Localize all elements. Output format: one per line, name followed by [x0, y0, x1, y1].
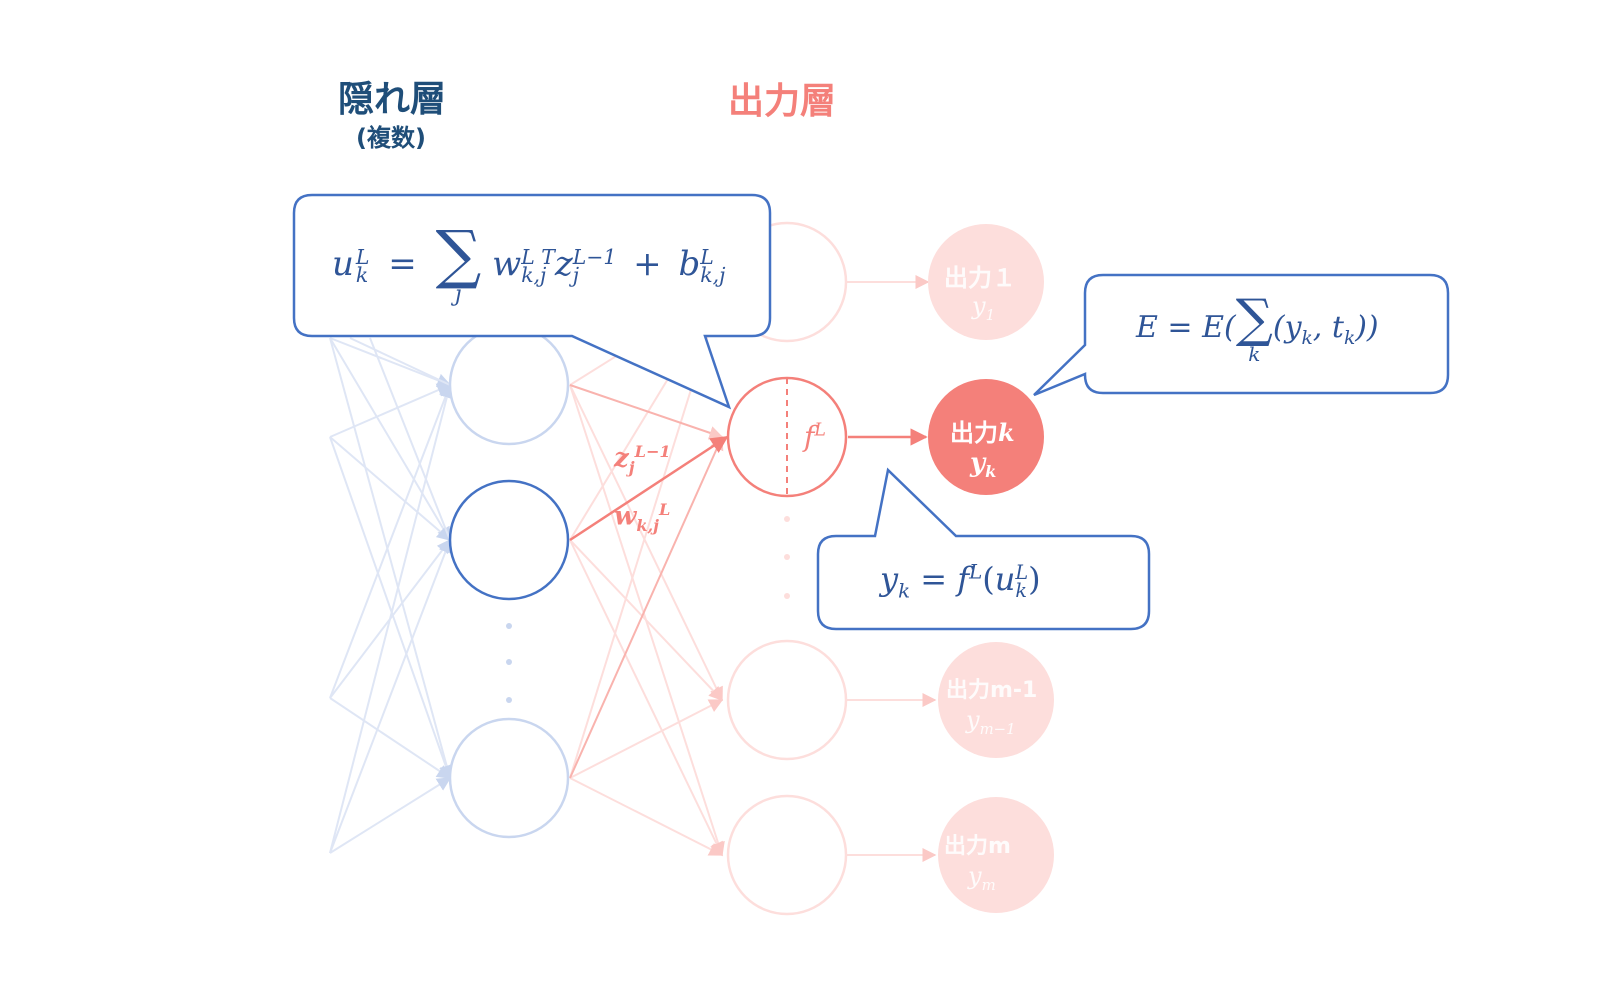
hidden-node-j: [448, 479, 570, 601]
output-edges-faint: [846, 275, 937, 862]
hidden-ellipsis-dots: [506, 623, 512, 703]
hidden-layer-note: (複数): [356, 124, 426, 152]
input-edges: [329, 337, 454, 854]
output-node-m-var: ym: [968, 862, 996, 894]
hidden-to-output-k-faint-edges: [569, 384, 724, 779]
error-callout-bubble: [1033, 273, 1450, 397]
activation-label: fL: [804, 420, 826, 453]
error-formula: E = E(∑k(yk, tk)): [1136, 289, 1379, 366]
output-node-m-1: [938, 642, 1054, 758]
activation-callout-bubble: [816, 467, 1151, 631]
output-node-1-title: 出力１: [944, 264, 1016, 292]
output-node-m: [938, 797, 1054, 913]
z-label: zjL−1: [614, 442, 671, 477]
sum-callout-bubble: [292, 193, 772, 410]
output-node-1: [928, 224, 1044, 340]
output-node-m-title: 出力m: [944, 834, 1011, 859]
output-layer-heading: 出力層: [728, 81, 837, 122]
output-unit-m: [726, 794, 848, 916]
output-node-1-var: y1: [972, 292, 996, 324]
output-unit-m-1: [726, 639, 848, 761]
output-node-m-1-title: 出力m-1: [946, 678, 1038, 703]
hidden-node-1: [448, 324, 570, 446]
output-node-k-var: yk: [970, 448, 997, 482]
output-ellipsis-dots: [784, 516, 790, 599]
w-label: wk,jL: [614, 500, 671, 535]
output-node-k-title: 出力k: [950, 418, 1015, 447]
hidden-layer-heading: 隠れ層: [338, 79, 447, 120]
output-node-m-1-var: ym−1: [966, 706, 1016, 738]
highlighted-weight-edge: [569, 435, 729, 542]
hidden-node-last: [448, 717, 570, 839]
output-node-k: [928, 379, 1044, 495]
